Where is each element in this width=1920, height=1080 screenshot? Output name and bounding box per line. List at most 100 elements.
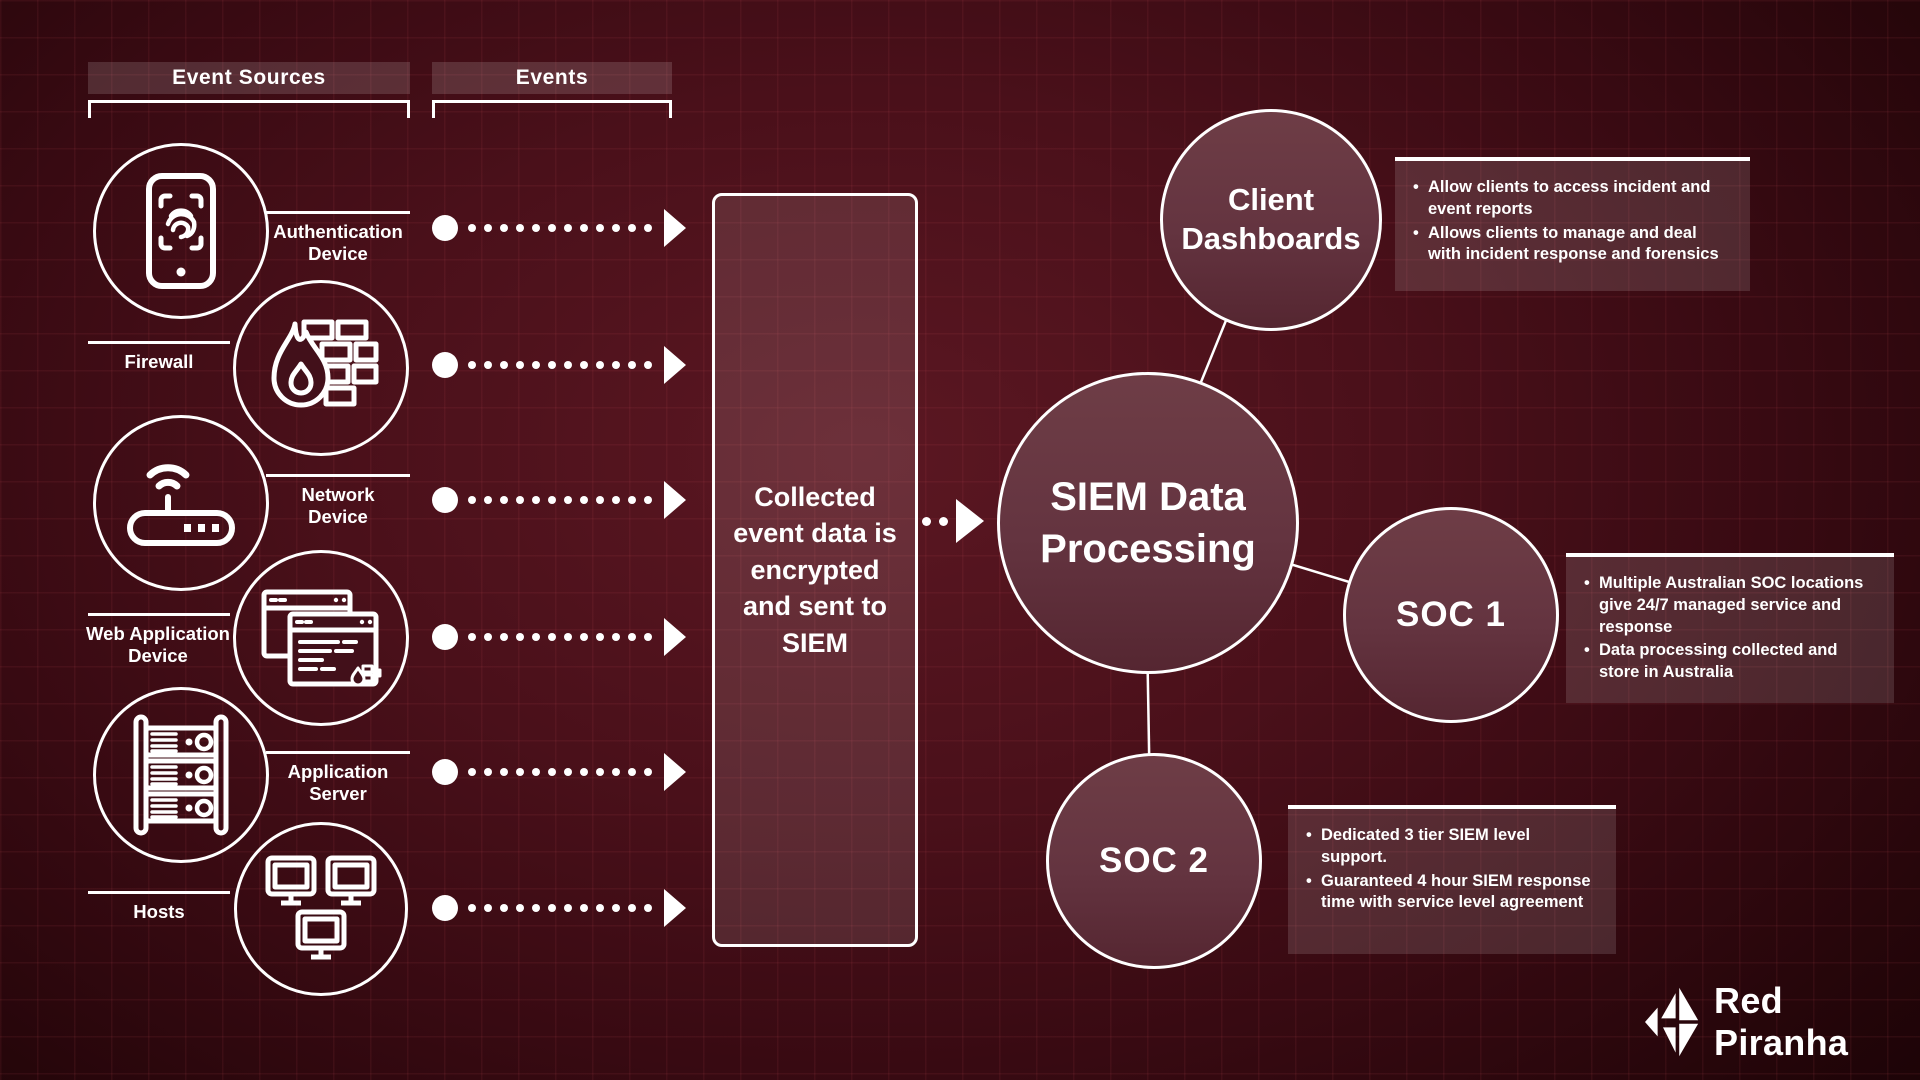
mid-arrow-head — [956, 499, 984, 543]
arrow-dot — [596, 224, 604, 232]
arrow-dots — [468, 496, 660, 504]
arrow-dot — [548, 904, 556, 912]
network-device-pointer-line — [266, 474, 410, 477]
red-piranha-wordmark: Red Piranha — [1714, 980, 1849, 1063]
arrow-dot — [516, 496, 524, 504]
arrow-dots — [468, 904, 660, 912]
event-sources-header: Event Sources — [88, 62, 410, 94]
hosts-label: Hosts — [133, 901, 185, 922]
arrow-start-dot — [432, 352, 458, 378]
arrow-dot — [628, 496, 636, 504]
firewall-flame-icon — [262, 316, 380, 420]
arrow-dot — [548, 224, 556, 232]
arrow-dot — [500, 904, 508, 912]
arrow-dot — [516, 904, 524, 912]
mid-arrow-dot — [922, 517, 931, 526]
arrow-dot — [628, 633, 636, 641]
arrow-dot — [644, 361, 652, 369]
arrow-dots — [468, 224, 660, 232]
hosts-circle — [234, 822, 408, 996]
arrow-dots — [468, 768, 660, 776]
arrow-dot — [532, 633, 540, 641]
arrow-dot — [500, 496, 508, 504]
arrow-dot — [564, 633, 572, 641]
arrow-dot — [564, 224, 572, 232]
arrow-dots — [468, 361, 660, 369]
arrow-head — [664, 618, 686, 656]
network-device-label: Network Device — [301, 484, 375, 527]
arrow-dots — [468, 633, 660, 641]
collector-box: Collected event data is encrypted and se… — [712, 193, 918, 947]
arrow-dot — [548, 768, 556, 776]
web-application-device-pointer-line — [88, 613, 230, 616]
collector-text: Collected event data is encrypted and se… — [733, 481, 897, 658]
client-dashboards-label: Client Dashboards — [1181, 182, 1361, 256]
application-server-label: Application Server — [287, 761, 389, 804]
authentication-device-pointer-line — [266, 211, 410, 214]
authentication-device-label: Authentication Device — [273, 221, 403, 264]
arrow-dot — [468, 224, 476, 232]
router-icon — [122, 453, 240, 553]
arrow-dot — [468, 904, 476, 912]
arrow-dot — [628, 904, 636, 912]
arrow-dot — [484, 633, 492, 641]
arrow-dot — [596, 633, 604, 641]
arrow-dot — [612, 768, 620, 776]
arrow-start-dot — [432, 759, 458, 785]
events-header-label: Events — [515, 66, 589, 89]
bullet-item: Data processing collected and store in A… — [1584, 640, 1874, 684]
arrow-dot — [532, 904, 540, 912]
arrow-start-dot — [432, 895, 458, 921]
arrow-dot — [596, 361, 604, 369]
hosts-events-arrow — [432, 888, 686, 928]
soc2-node: SOC 2 — [1046, 753, 1262, 969]
event-sources-header-label: Event Sources — [172, 66, 326, 89]
arrow-dot — [468, 496, 476, 504]
arrow-dot — [564, 904, 572, 912]
bullet-item: Multiple Australian SOC locations give 2… — [1584, 573, 1874, 638]
server-rack-icon — [128, 714, 234, 836]
arrow-dot — [628, 224, 636, 232]
fingerprint-phone-icon — [135, 172, 227, 290]
arrow-dot — [580, 904, 588, 912]
arrow-dot — [612, 496, 620, 504]
bullet-item: Dedicated 3 tier SIEM level support. — [1306, 825, 1596, 869]
arrow-head — [664, 481, 686, 519]
arrow-dot — [564, 496, 572, 504]
authentication-events-arrow — [432, 208, 686, 248]
arrow-start-dot — [432, 487, 458, 513]
bullet-item: Allows clients to manage and deal with i… — [1413, 223, 1730, 267]
arrow-dot — [628, 768, 636, 776]
event-sources-bracket — [88, 100, 410, 118]
arrow-dot — [468, 633, 476, 641]
arrow-start-dot — [432, 624, 458, 650]
arrow-dot — [484, 904, 492, 912]
arrow-dot — [484, 361, 492, 369]
arrow-dot — [516, 361, 524, 369]
arrow-dot — [468, 361, 476, 369]
firewall-events-arrow — [432, 345, 686, 385]
siem-data-processing-label: SIEM Data Processing — [1040, 475, 1256, 571]
arrow-head — [664, 209, 686, 247]
arrow-dot — [580, 496, 588, 504]
events-bracket — [432, 100, 672, 118]
client-dashboards-info-box: Allow clients to access incident and eve… — [1395, 157, 1750, 291]
soc2-info-box: Dedicated 3 tier SIEM level support. Gua… — [1288, 805, 1616, 954]
client-dashboards-bullet-list: Allow clients to access incident and eve… — [1413, 177, 1730, 266]
arrow-dot — [516, 768, 524, 776]
soc1-info-box: Multiple Australian SOC locations give 2… — [1566, 553, 1894, 703]
arrow-dot — [484, 768, 492, 776]
soc2-label: SOC 2 — [1098, 841, 1210, 880]
arrow-dot — [628, 361, 636, 369]
network-events-arrow — [432, 480, 686, 520]
arrow-head — [664, 753, 686, 791]
arrow-dot — [612, 361, 620, 369]
arrow-head — [664, 346, 686, 384]
network-device-circle — [93, 415, 269, 591]
arrow-head — [664, 889, 686, 927]
arrow-dot — [596, 496, 604, 504]
arrow-dot — [580, 361, 588, 369]
arrow-dot — [548, 496, 556, 504]
arrow-dot — [516, 633, 524, 641]
siem-data-processing-node: SIEM Data Processing — [997, 372, 1299, 674]
